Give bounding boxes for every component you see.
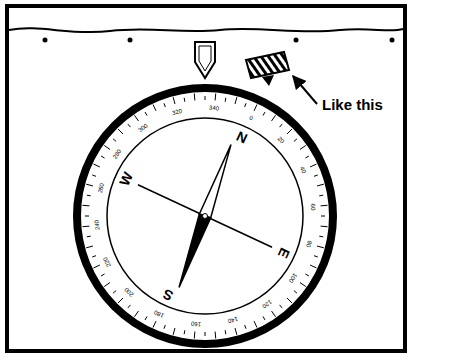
- needle-pivot: [203, 214, 208, 219]
- index-pointer: [195, 42, 215, 78]
- base-plate: [7, 6, 405, 351]
- degree-number: 340: [209, 105, 220, 112]
- plate-dots: [43, 38, 395, 43]
- degree-number: 160: [190, 320, 201, 327]
- callout-label: Like this: [322, 97, 383, 112]
- leader-arrow: [293, 76, 317, 104]
- degree-number: 240: [94, 220, 101, 231]
- compass-dial: [77, 88, 333, 344]
- marker-tip: [262, 75, 274, 86]
- ruler-edge: [9, 28, 403, 32]
- index-pointer-inner: [199, 46, 211, 71]
- needle-south: [179, 214, 211, 287]
- outer-ring: [77, 88, 333, 344]
- degree-number: 60: [309, 203, 316, 210]
- needle-north: [199, 145, 231, 218]
- direction-marker: [246, 52, 289, 78]
- degree-ticks: [82, 93, 327, 338]
- east-west-line: [138, 185, 272, 248]
- inner-ring: [107, 118, 303, 314]
